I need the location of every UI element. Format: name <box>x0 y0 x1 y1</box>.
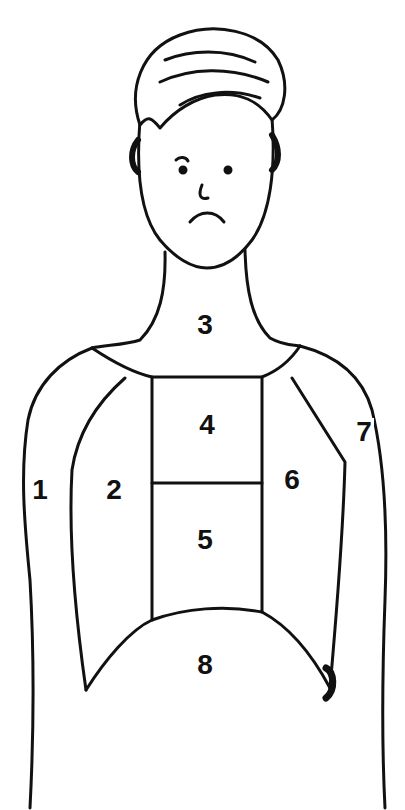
eye <box>225 167 231 173</box>
callout-number: 7 <box>354 418 374 446</box>
hair-line <box>160 71 268 82</box>
eyebrow <box>176 157 188 161</box>
callout-number: 3 <box>195 311 215 339</box>
hair-line <box>165 52 255 62</box>
callout-number: 2 <box>104 476 124 504</box>
collar-line <box>92 346 300 377</box>
sternum-line <box>151 377 154 620</box>
callout-number: 6 <box>282 466 302 494</box>
abdomen-line <box>86 608 330 690</box>
face-outline <box>139 118 274 268</box>
sternum-line <box>261 377 264 612</box>
right-arm-outline <box>300 346 386 808</box>
callout-number: 8 <box>195 651 215 679</box>
sternum-line <box>152 482 262 485</box>
mouth <box>190 213 224 222</box>
eye <box>180 167 186 173</box>
neck-left <box>92 252 165 348</box>
neck-right <box>245 250 300 346</box>
hair-line <box>180 92 260 105</box>
ear <box>132 140 138 172</box>
shadow-mark <box>326 668 333 698</box>
left-arm-outline <box>24 348 92 808</box>
ear <box>272 135 278 170</box>
callout-number: 5 <box>195 526 215 554</box>
callout-number: 1 <box>30 476 50 504</box>
callout-number: 4 <box>197 411 217 439</box>
left-region-line <box>71 378 125 690</box>
nose <box>200 185 208 198</box>
hair <box>136 29 285 128</box>
